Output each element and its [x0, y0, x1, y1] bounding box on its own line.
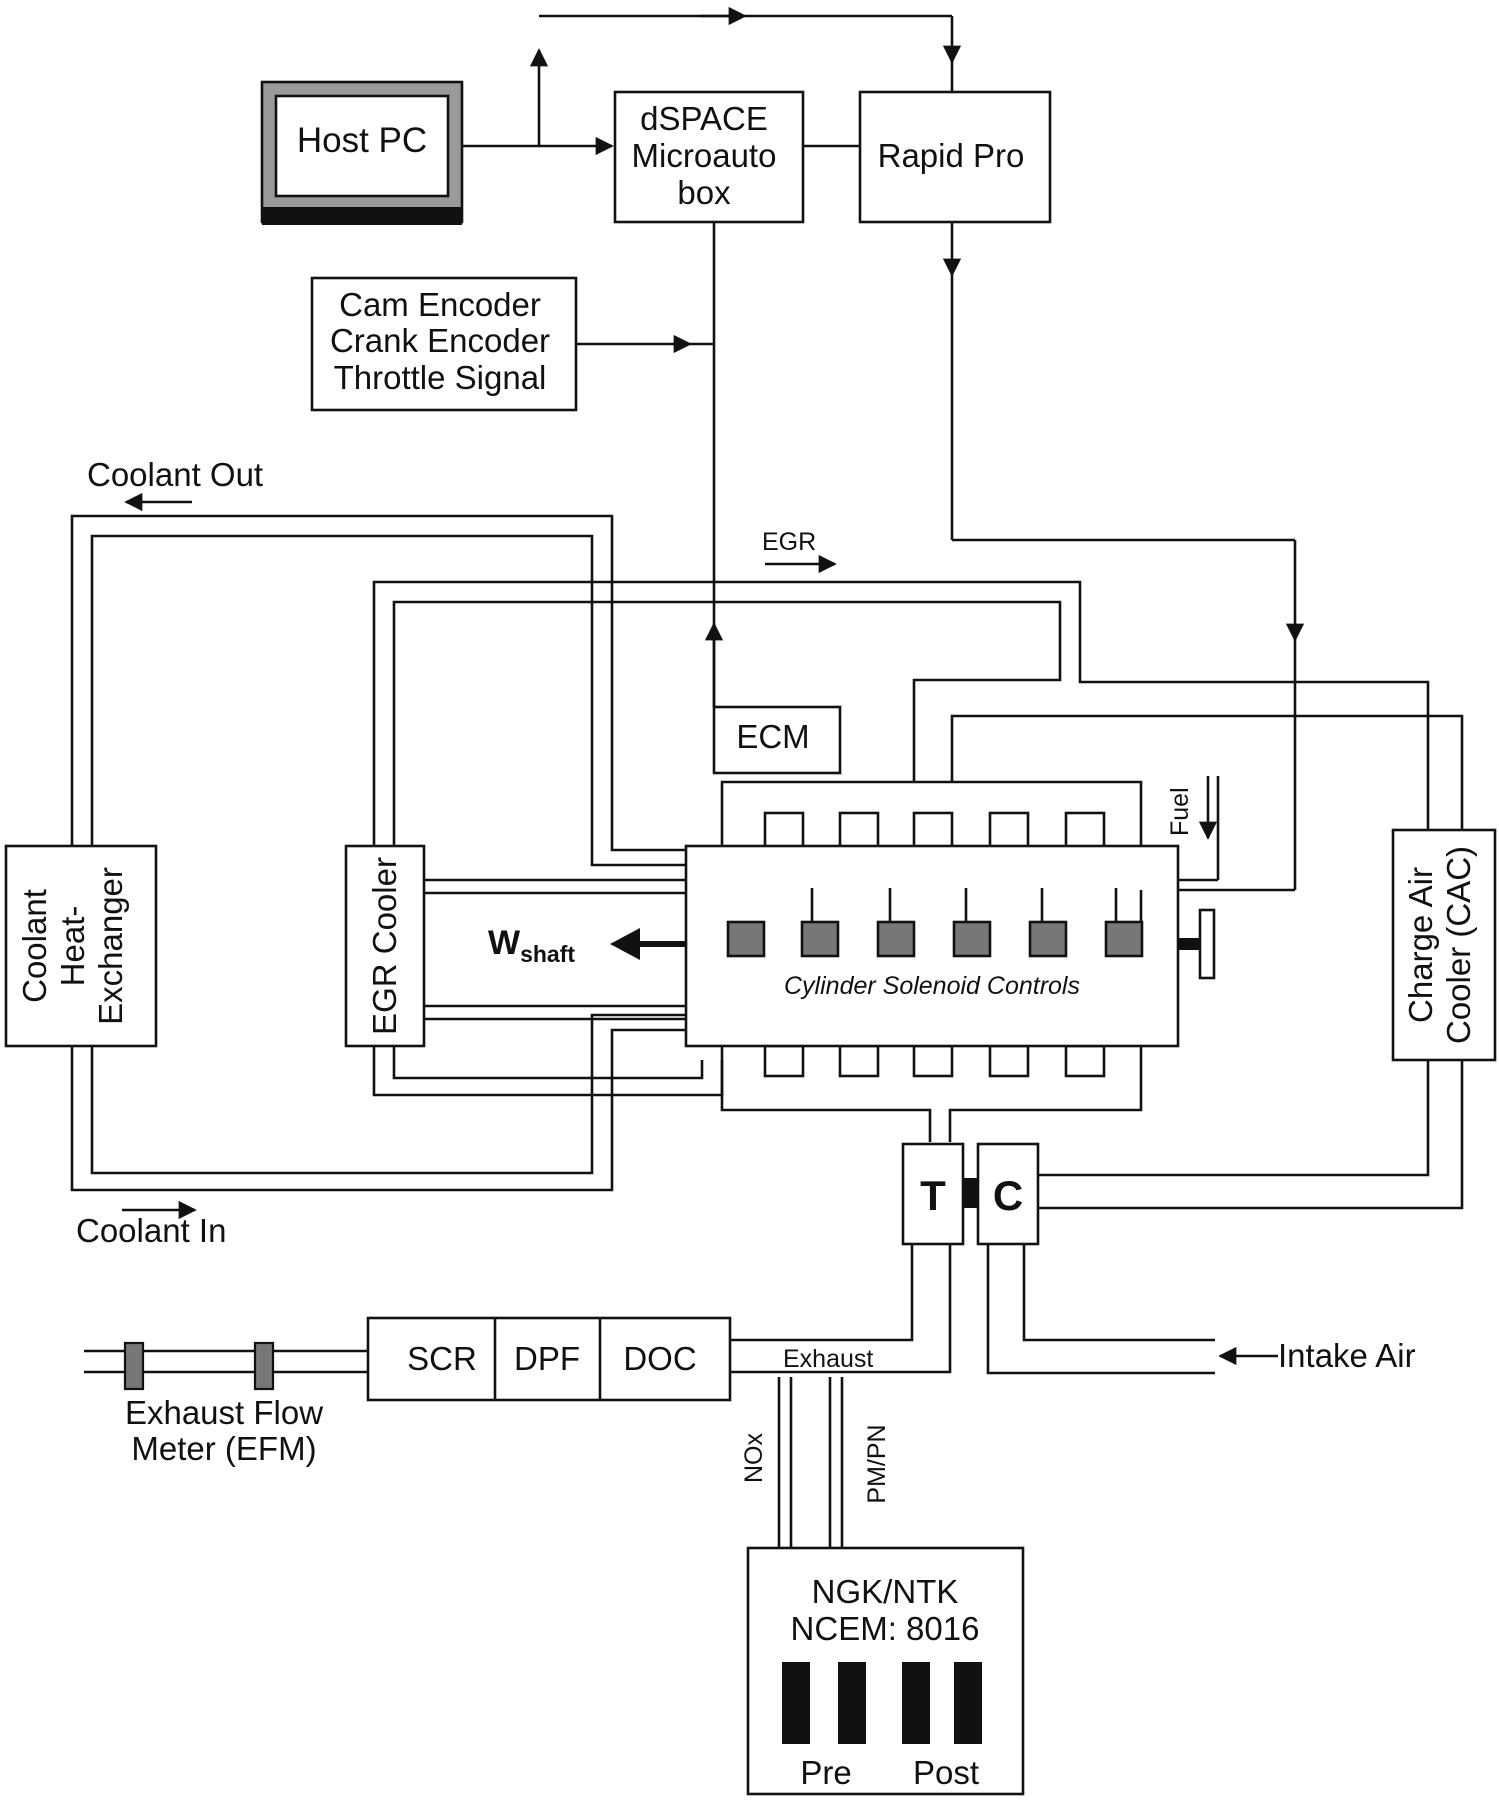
nox-label: NOx [740, 1433, 768, 1484]
post-sensor-1 [902, 1662, 930, 1744]
w-shaft-label: Wshaft [488, 924, 575, 967]
signal-lines [463, 6, 1305, 892]
coolant-in-label: Coolant In [76, 1212, 226, 1249]
cylinder-2 [800, 920, 840, 958]
exhaust-flow-meter: Exhaust Flow Meter (EFM) [84, 1341, 368, 1467]
doc-label: DOC [623, 1340, 696, 1377]
dspace-label-3: box [677, 174, 731, 211]
efm-label-1: Exhaust Flow [125, 1394, 323, 1431]
post-sensor-2 [954, 1662, 982, 1744]
pre-sensor-1 [782, 1662, 810, 1744]
rapid-pro-label: Rapid Pro [878, 137, 1025, 174]
cylinder-5 [1028, 920, 1068, 958]
coolant-hx-label-2: Heat- [54, 906, 91, 987]
cac-label-2: Cooler (CAC) [1440, 846, 1477, 1044]
cam-encoder-label: Cam Encoder [339, 286, 541, 323]
coolant-hx-label-3: Exchanger [92, 867, 129, 1025]
fuel-label: Fuel [1166, 787, 1194, 836]
exhaust-manifold [720, 1044, 1143, 1142]
cylinder-4 [952, 920, 992, 958]
throttle-signal-label: Throttle Signal [334, 359, 547, 396]
pre-label: Pre [800, 1754, 851, 1791]
flywheel [1198, 908, 1216, 980]
ecm-box: ECM [712, 705, 842, 775]
turbine-label: T [920, 1172, 946, 1219]
cylinder-6 [1104, 920, 1144, 958]
intake-air-label: Intake Air [1278, 1337, 1416, 1374]
encoders-box: Cam Encoder Crank Encoder Throttle Signa… [310, 276, 578, 412]
sensor-lines: NOx PM/PN [740, 1377, 891, 1548]
ngk-label-2: NCEM: 8016 [791, 1610, 980, 1647]
egr-cooler: EGR Cooler [344, 844, 426, 1048]
dspace-label-2: Microauto [632, 137, 777, 174]
cylinder-3 [876, 920, 916, 958]
compressor [976, 1142, 1040, 1246]
intake-manifold [720, 714, 1464, 849]
scr-label: SCR [407, 1340, 477, 1377]
pre-sensor-2 [838, 1662, 866, 1744]
coolant-heat-exchanger: Coolant Heat- Exchanger [4, 844, 158, 1048]
ngk-label-1: NGK/NTK [812, 1573, 959, 1610]
engine-block: Cylinder Solenoid Controls Wshaft [488, 844, 1216, 1048]
host-pc-label: Host PC [297, 121, 427, 160]
host-pc: Host PC [260, 80, 464, 225]
cylinder-controls-label: Cylinder Solenoid Controls [784, 972, 1080, 1000]
ngk-ntk-analyzer: NGK/NTK NCEM: 8016 Pre Post [746, 1546, 1025, 1796]
cac-label-1: Charge Air [1402, 867, 1439, 1023]
ecm-label: ECM [736, 718, 809, 755]
coolant-pipes [70, 492, 690, 1220]
crank-encoder-label: Crank Encoder [330, 322, 550, 359]
rapid-pro-box: Rapid Pro [858, 90, 1052, 224]
cylinder-1 [726, 920, 766, 958]
aftertreatment: SCR DPF DOC [366, 1316, 732, 1402]
compressor-label: C [993, 1172, 1023, 1219]
exhaust-label: Exhaust [783, 1345, 873, 1373]
pmpn-label: PM/PN [863, 1424, 891, 1503]
efm-label-2: Meter (EFM) [131, 1430, 316, 1467]
dspace-box: dSPACE Microauto box [613, 90, 805, 224]
egr-flow-label: EGR [762, 528, 816, 556]
dpf-label: DPF [514, 1340, 580, 1377]
dspace-label-1: dSPACE [640, 100, 768, 137]
coolant-out-label: Coolant Out [87, 456, 263, 493]
turbocharger: T C [730, 1060, 1464, 1375]
coolant-hx-label-1: Coolant [16, 889, 53, 1003]
egr-cooler-label: EGR Cooler [366, 857, 403, 1035]
post-label: Post [913, 1754, 979, 1791]
charge-air-cooler: Charge Air Cooler (CAC) [1391, 828, 1497, 1062]
turbine [901, 1142, 965, 1246]
